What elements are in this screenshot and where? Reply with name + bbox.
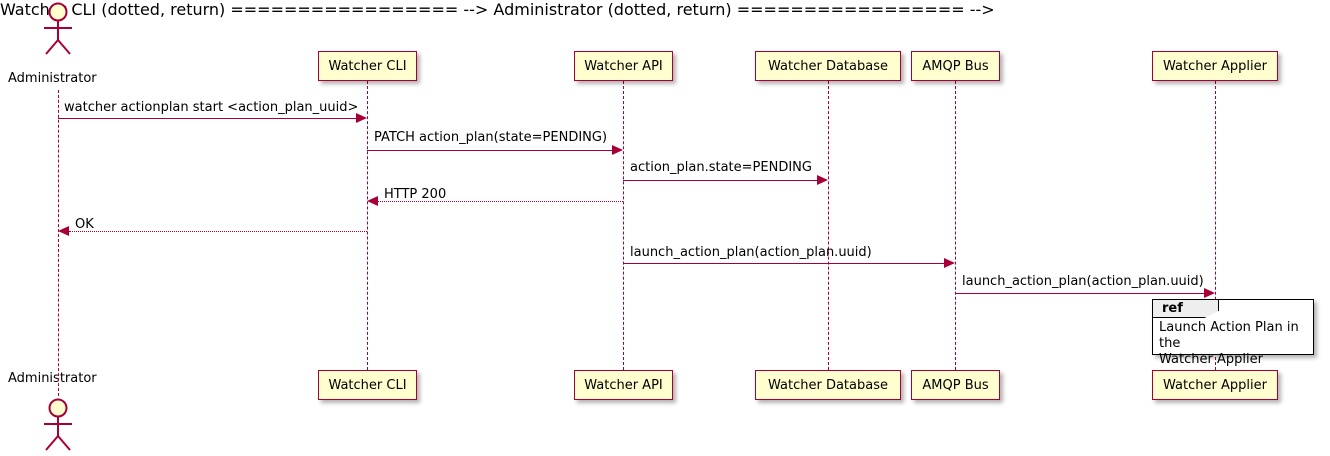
message-arrow-line-2 xyxy=(367,150,612,151)
message-arrowhead-2 xyxy=(612,145,623,155)
message-label-7: launch_action_plan(action_plan.uuid) xyxy=(962,274,1204,289)
participant-label: Watcher CLI xyxy=(328,377,407,393)
message-arrow-line-4 xyxy=(378,201,623,202)
participant-label: Watcher API xyxy=(584,58,663,74)
message-label-1: watcher actionplan start <action_plan_uu… xyxy=(64,100,359,115)
actor-stick-figure-icon xyxy=(44,398,72,451)
message-label-3: action_plan.state=PENDING xyxy=(630,160,812,175)
message-arrow-line-3 xyxy=(623,180,817,181)
participant-watcher-cli-top[interactable]: Watcher CLI xyxy=(318,51,417,81)
lifeline-watcher-applier xyxy=(1215,81,1216,370)
actor-administrator-top xyxy=(38,2,78,58)
message-arrowhead-1 xyxy=(356,113,367,123)
lifeline-watcher-database xyxy=(828,81,829,370)
participant-label: Watcher Applier xyxy=(1163,58,1267,74)
participant-watcher-database-top[interactable]: Watcher Database xyxy=(755,51,901,81)
message-arrowhead-4 xyxy=(367,196,378,206)
actor-stick-figure-icon xyxy=(44,2,72,55)
message-label-4: HTTP 200 xyxy=(384,187,447,202)
participant-watcher-applier-bottom[interactable]: Watcher Applier xyxy=(1152,370,1278,400)
lifeline-watcher-cli xyxy=(367,81,368,370)
actor-administrator-bottom xyxy=(38,398,78,454)
participant-amqp-bus-bottom[interactable]: AMQP Bus xyxy=(911,370,1000,400)
message-arrowhead-7 xyxy=(1204,288,1215,298)
participant-label: AMQP Bus xyxy=(922,58,989,74)
message-arrow-line-7 xyxy=(955,293,1204,294)
participant-label: AMQP Bus xyxy=(922,377,989,393)
lifeline-amqp-bus xyxy=(955,81,956,370)
participant-label: Watcher Database xyxy=(768,58,888,74)
participant-label: Watcher CLI xyxy=(328,58,407,74)
ref-fragment-launch-action-plan: ref Launch Action Plan in the Watcher Ap… xyxy=(1152,299,1314,367)
message-arrowhead-5 xyxy=(58,226,69,236)
message-arrowhead-3 xyxy=(817,175,828,185)
message-arrow-line-6 xyxy=(623,263,944,264)
message-label-6: launch_action_plan(action_plan.uuid) xyxy=(630,245,872,260)
participant-watcher-cli-bottom[interactable]: Watcher CLI xyxy=(318,370,417,400)
message-label-5: OK xyxy=(75,217,94,232)
ref-fragment-header: ref xyxy=(1153,300,1219,318)
participant-amqp-bus-top[interactable]: AMQP Bus xyxy=(911,51,1000,81)
participant-label: Watcher API xyxy=(584,377,663,393)
ref-fragment-body: Launch Action Plan in the Watcher Applie… xyxy=(1159,320,1299,367)
message-arrowhead-6 xyxy=(944,258,955,268)
participant-watcher-database-bottom[interactable]: Watcher Database xyxy=(755,370,901,400)
message-label-2: PATCH action_plan(state=PENDING) xyxy=(374,130,608,145)
lifeline-administrator xyxy=(58,90,59,396)
participant-label: Watcher Applier xyxy=(1163,377,1267,393)
participant-label: Watcher Database xyxy=(768,377,888,393)
actor-label-administrator-top: Administrator xyxy=(8,71,97,86)
participant-watcher-applier-top[interactable]: Watcher Applier xyxy=(1152,51,1278,81)
participant-watcher-api-bottom[interactable]: Watcher API xyxy=(574,370,673,400)
lifeline-watcher-api xyxy=(623,81,624,370)
actor-label-administrator-bottom: Administrator xyxy=(8,371,97,386)
message-arrow-line-5 xyxy=(69,231,367,232)
message-arrow-line-1 xyxy=(58,118,356,119)
participant-watcher-api-top[interactable]: Watcher API xyxy=(574,51,673,81)
